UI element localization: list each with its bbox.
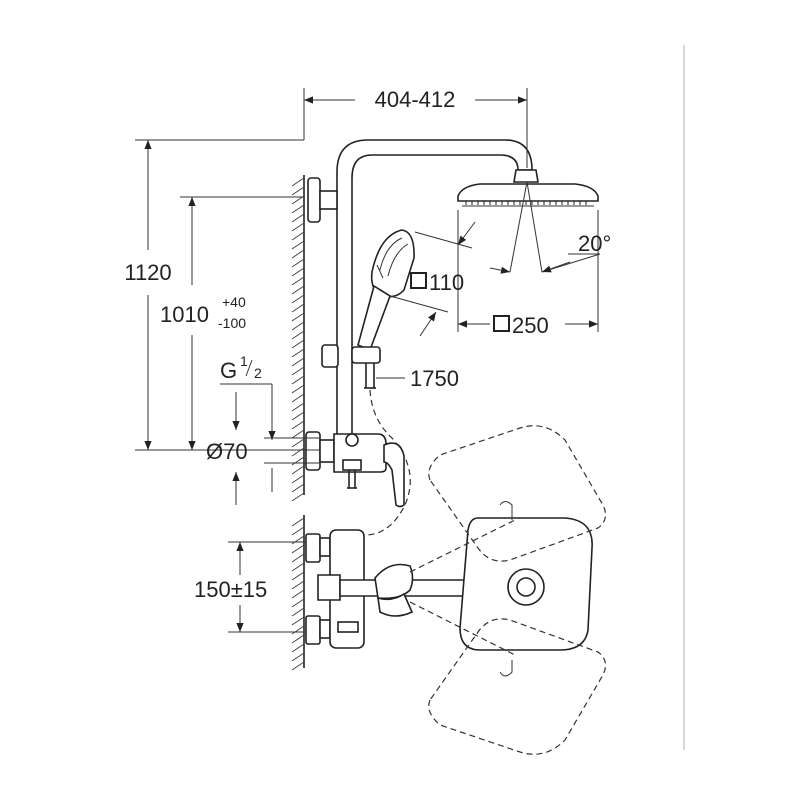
head-shower [457,169,599,273]
wall-hatch-line [291,330,305,340]
wall-hatch-line [291,321,305,331]
thread-den-label: 2 [254,365,262,381]
wall-hatch-line [291,240,305,250]
wall-hatch-line [291,339,305,349]
wall-hatch-line [291,447,305,457]
wall-hatch-line [291,571,305,581]
wall-hatch-line [291,186,305,196]
height-adjust-tol-minus: -100 [218,315,246,331]
width-top-label: 404-412 [375,87,456,112]
handshower-size-label: 110 [429,270,464,295]
wall-lower [291,515,305,671]
thread-num-label: 1 [240,353,248,369]
hand-shower [321,229,415,389]
center-distance-label: 150±15 [194,577,267,602]
square-symbol-icon [410,272,427,289]
wall-hatch-line [291,285,305,295]
wall-hatch-line [291,634,305,644]
wall-hatch-line [291,456,305,466]
wall-hatch-line [291,607,305,617]
wall-hatch-line [291,303,305,313]
wall-hatch-line [291,204,305,214]
wall-hatch-line [291,616,305,626]
wall-hatch-line [291,517,305,527]
headshower-size-label: 250 [512,313,549,338]
shower-mixer [305,431,405,508]
height-adjust-main: 1010 [160,302,209,327]
hose-length-label: 1750 [410,366,459,391]
wall-hatch-line [291,276,305,286]
wall-hatch-line [291,580,305,590]
wall-hatch-line [291,249,305,259]
wall-hatch-line [291,438,305,448]
wall-hatch-line [291,492,305,502]
wall-hatch-line [291,177,305,187]
wall-hatch-line [291,429,305,439]
wall-hatch-line [291,553,305,563]
wall-hatch-line [291,420,305,430]
wall-hatch-line [291,465,305,475]
wall-hatch-line [291,222,305,232]
wall-hatch-line [291,562,305,572]
wall-hatch-line [291,411,305,421]
wall-hatch-line [291,348,305,358]
wall-hatch-line [291,661,305,671]
wall-hatch-line [291,474,305,484]
wall-upper [291,175,305,502]
height-adjust-tol-plus: +40 [222,294,246,310]
wall-hatch-line [291,589,305,599]
shower-hose [364,389,411,536]
wall-hatch-line [291,625,305,635]
tilt-angle-label: 20° [578,231,611,256]
wall-hatch-line [291,483,305,493]
wall-hatch-line [291,312,305,322]
wall-hatch-line [291,366,305,376]
dimension-lines [135,88,601,633]
wall-hatch-line [291,213,305,223]
wall-hatch-line [291,375,305,385]
wall-hatch-line [291,258,305,268]
wall-hatch-line [291,526,305,536]
wall-hatch-line [291,384,305,394]
wall-hatch-line [291,544,305,554]
wall-hatch-line [291,393,305,403]
wall-hatch-line [291,643,305,653]
thread-prefix-label: G [220,358,237,383]
wall-hatch-line [291,652,305,662]
mixer-front-view [305,425,607,755]
rosette-diameter-label: Ø70 [206,439,248,464]
shower-column [307,139,533,435]
wall-hatch-line [291,294,305,304]
square-symbol-icon [493,315,510,332]
wall-hatch-line [291,357,305,367]
height-adjust-label: 1010 [160,302,209,327]
wall-hatch-line [291,535,305,545]
wall-hatch-line [291,402,305,412]
height-total-label: 1120 [124,260,171,285]
wall-hatch-line [291,231,305,241]
wall-hatch-line [291,267,305,277]
wall-hatch-line [291,598,305,608]
